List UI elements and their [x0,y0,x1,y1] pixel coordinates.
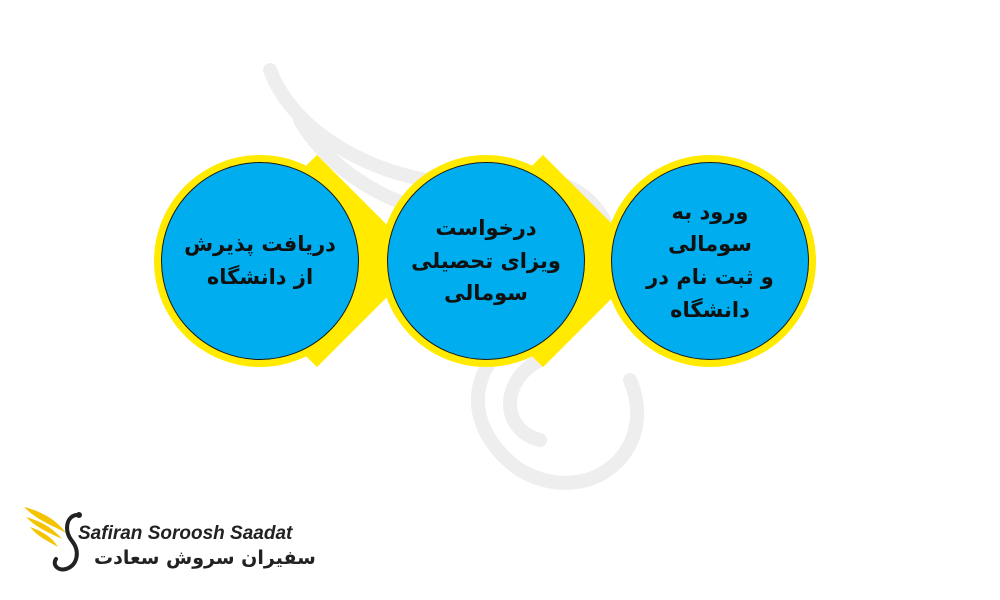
swan-wing-icon [24,507,82,572]
brand-name-en: Safiran Soroosh Saadat [78,523,293,544]
brand-name-fa: سفیران سروش سعادت [94,547,316,569]
step-3-enter-and-register: ورود به سومالی و ثبت نام در دانشگاه [604,155,816,367]
step-2-label: درخواست ویزای تحصیلی سومالی [411,216,561,306]
step-1-label: دریافت پذیرش از دانشگاه [184,232,336,289]
step-2-visa-request: درخواست ویزای تحصیلی سومالی [380,154,650,368]
step-1-receive-admission: دریافت پذیرش از دانشگاه [154,154,424,368]
company-logo: Safiran Soroosh Saadat سفیران سروش سعادت [22,497,316,577]
step-3-label: ورود به سومالی و ثبت نام در دانشگاه [646,199,774,322]
